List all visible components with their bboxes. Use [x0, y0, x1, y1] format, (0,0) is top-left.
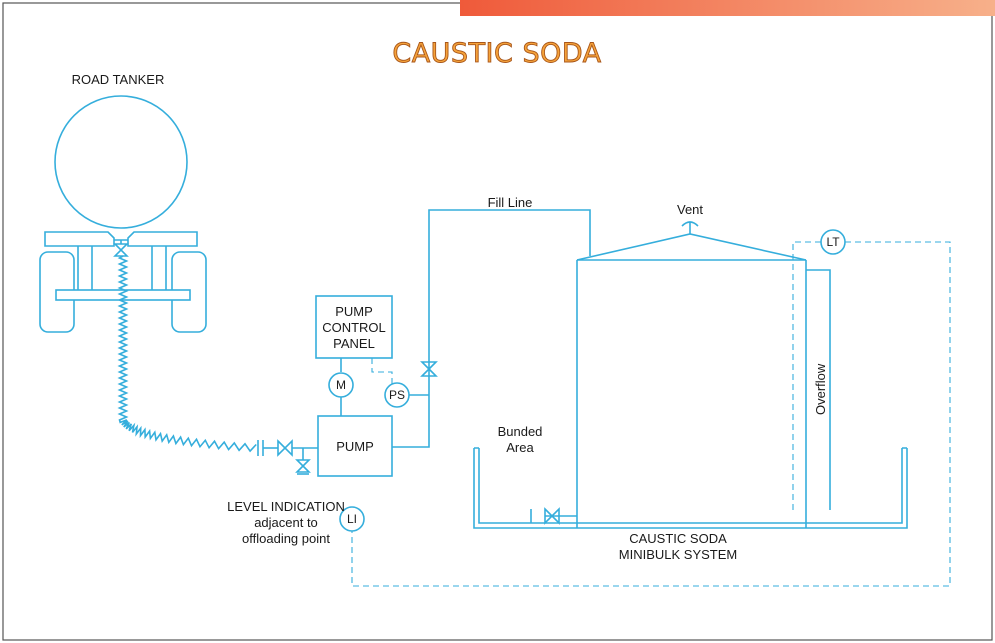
tanker-outlet-valve — [113, 243, 129, 257]
tanker-tank — [54, 95, 188, 229]
pump-box — [317, 415, 393, 477]
bunded-area-wall — [473, 447, 908, 529]
tanker-chassis-left — [44, 231, 115, 247]
level-indication-line-2: adjacent to — [254, 515, 318, 530]
pump-panel-line-3: PANEL — [333, 336, 375, 351]
pressure-switch-label: PS — [389, 388, 405, 402]
flexible-hose — [117, 255, 257, 453]
vent-label: Vent — [677, 202, 703, 217]
drain-valve — [295, 459, 311, 473]
fill-line-pipe — [392, 209, 591, 448]
pump-panel-line-1: PUMP — [335, 304, 373, 319]
minibulk-line-2: MINIBULK SYSTEM — [619, 547, 737, 562]
diagram-title: CAUSTIC SODA — [392, 38, 601, 69]
level-transmitter-label: LT — [826, 235, 840, 249]
minibulk-line-1: CAUSTIC SODA — [629, 531, 727, 546]
offloading-connection — [257, 439, 318, 475]
fill-line-label: Fill Line — [488, 195, 533, 210]
level-indication-line-3: offloading point — [242, 531, 330, 546]
tank-roof — [576, 233, 807, 261]
tank-drain-valve — [544, 507, 560, 525]
storage-tank: Vent Overflow — [530, 202, 831, 528]
overflow-pipe — [806, 269, 831, 510]
road-tanker: ROAD TANKER — [39, 72, 257, 453]
bunded-area-line-1: Bunded — [498, 424, 543, 439]
corner-accent-bar — [460, 0, 995, 16]
pump-panel-line-2: CONTROL — [322, 320, 386, 335]
overflow-label: Overflow — [813, 363, 828, 415]
inlet-isolation-valve — [277, 439, 293, 457]
level-indicator-symbol — [339, 506, 365, 532]
level-signal-line — [351, 241, 951, 587]
pump-label: PUMP — [336, 439, 374, 454]
pump-control-panel: PUMP CONTROL PANEL — [315, 295, 393, 359]
level-indicator-label: LI — [347, 512, 357, 526]
level-indication-line-1: LEVEL INDICATION — [227, 499, 345, 514]
road-tanker-label: ROAD TANKER — [72, 72, 165, 87]
fill-line-valve — [420, 361, 438, 377]
motor-label: M — [336, 378, 346, 392]
pump: PUMP — [317, 415, 393, 477]
pressure-switch-signal — [371, 358, 393, 384]
pump-control-panel-box — [315, 295, 393, 359]
bunded-area-line-2: Area — [506, 440, 534, 455]
tanker-chassis-right — [127, 231, 198, 247]
